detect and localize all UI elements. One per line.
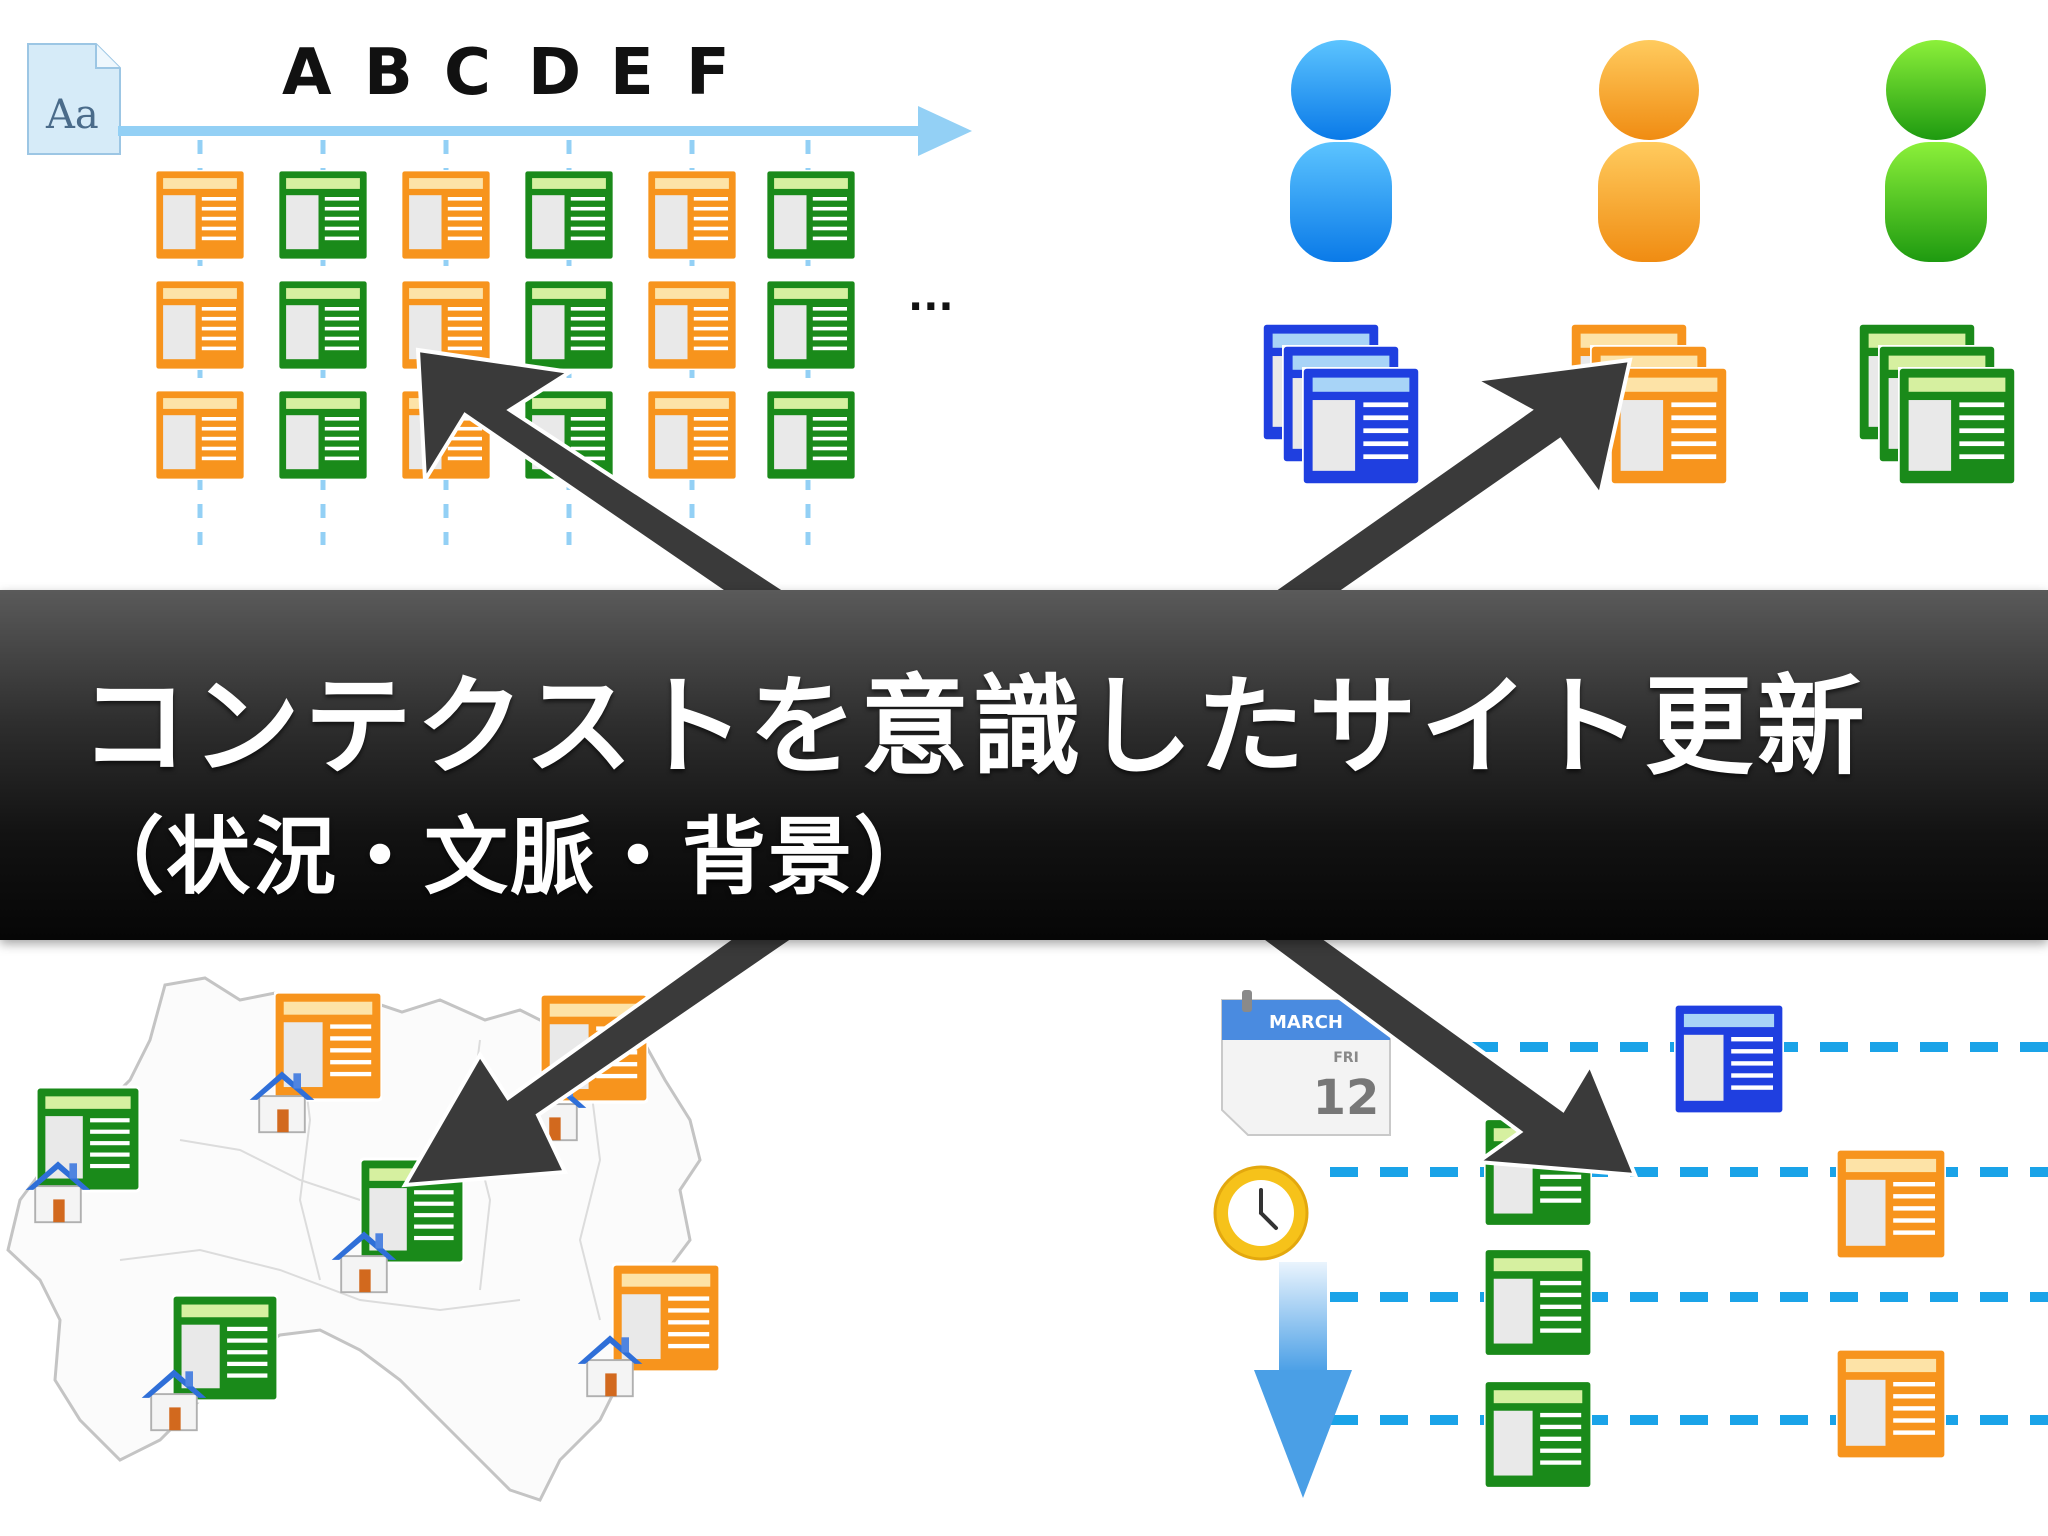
user-document-stack-green	[1858, 323, 2016, 485]
document-icon	[766, 280, 856, 370]
calendar-month: MARCH	[1269, 1012, 1343, 1033]
document-icon	[766, 170, 856, 260]
user-icon	[1290, 40, 1392, 262]
document-icon	[1610, 367, 1728, 485]
column-letter-c: C	[444, 36, 491, 110]
arrow-to-timeline	[1248, 933, 1639, 1178]
arrow-to-map	[401, 933, 807, 1188]
document-icon	[647, 390, 737, 480]
document-icon	[278, 280, 368, 370]
column-axis-arrow	[118, 106, 972, 156]
arrow-to-users	[1253, 357, 1633, 602]
user-icon	[1885, 40, 1987, 262]
column-letters: A B C D E F	[282, 36, 730, 110]
document-icon	[401, 170, 491, 260]
page-subtitle: （状況・文脈・背景）	[80, 808, 941, 906]
document-icon	[155, 390, 245, 480]
column-letter-f: F	[686, 36, 730, 110]
column-letter-a: A	[282, 36, 332, 110]
page-title: コンテクストを意識したサイト更新	[80, 665, 1869, 790]
document-icon	[1484, 1378, 1592, 1491]
document-icon	[524, 170, 614, 260]
document-icon	[1836, 1347, 1946, 1461]
title-banner	[0, 590, 2048, 940]
column-letter-b: B	[364, 36, 413, 110]
time-arrow	[1254, 1262, 1352, 1498]
context-arrows	[401, 347, 1639, 1188]
document-icon	[278, 390, 368, 480]
document-icon	[1674, 1002, 1784, 1116]
calendar-weekday: FRI	[1333, 1050, 1359, 1066]
timeline-section: MARCH FRI 12	[1213, 990, 2048, 1498]
calendar-day: 12	[1313, 1070, 1380, 1126]
document-icon	[524, 280, 614, 370]
user-document-stack-blue	[1262, 323, 1420, 485]
document-icon	[1836, 1147, 1946, 1261]
font-file-icon: Aa	[27, 43, 121, 155]
column-grid-section: Aa A B C D E F	[27, 36, 972, 545]
column-letter-d: D	[528, 36, 581, 110]
document-icon	[647, 170, 737, 260]
document-icon	[1898, 367, 2016, 485]
user-icon	[1598, 40, 1700, 262]
document-icon	[766, 390, 856, 480]
document-icon	[1484, 1246, 1592, 1359]
document-icon	[1302, 367, 1420, 485]
document-icon	[36, 1085, 140, 1193]
column-letter-e: E	[610, 36, 654, 110]
document-icon	[155, 280, 245, 370]
clock-icon	[1213, 1165, 1309, 1261]
document-icon	[278, 170, 368, 260]
font-icon-label: Aa	[45, 92, 99, 138]
document-icon	[155, 170, 245, 260]
grid-ellipsis: ...	[908, 274, 954, 320]
arrow-to-columns	[415, 347, 807, 602]
document-icon	[647, 280, 737, 370]
users-section	[1262, 40, 2016, 485]
